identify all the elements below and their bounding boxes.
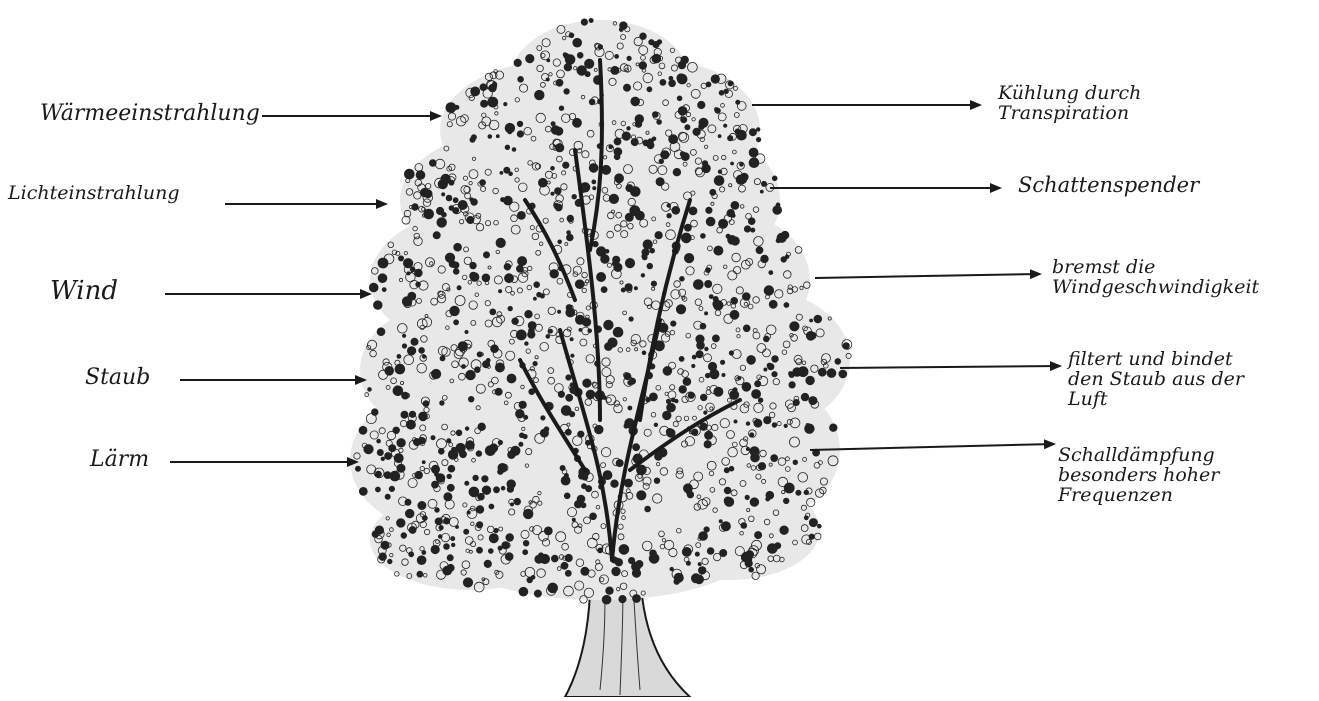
label-filtert-line1: filtert und bindet <box>1068 350 1244 370</box>
label-schalldaempfung: Schalldämpfung besonders hoher Frequenze… <box>1058 446 1219 506</box>
label-kuehlung-line2: Transpiration <box>998 104 1141 124</box>
label-kuehlung-line1: Kühlung durch <box>998 84 1141 104</box>
arrow-bremst <box>815 274 1040 278</box>
arrow-schall <box>810 444 1054 450</box>
label-bremst-line1: bremst die <box>1052 258 1259 278</box>
label-filtert-line3: Luft <box>1068 390 1244 410</box>
label-bremst-line2: Windgeschwindigkeit <box>1052 278 1259 298</box>
label-schall-line3: Frequenzen <box>1058 486 1219 506</box>
label-schattenspender-line1: Schattenspender <box>1018 174 1199 196</box>
label-filtert: filtert und bindet den Staub aus der Luf… <box>1068 350 1244 410</box>
label-laerm: Lärm <box>90 448 149 471</box>
arrow-filtert <box>840 366 1060 368</box>
label-schall-line1: Schalldämpfung <box>1058 446 1219 466</box>
label-schall-line2: besonders hoher <box>1058 466 1219 486</box>
label-lichteinstrahlung: Lichteinstrahlung <box>8 184 180 204</box>
label-staub: Staub <box>85 366 150 389</box>
label-wind: Wind <box>50 278 118 305</box>
label-schattenspender: Schattenspender <box>1018 174 1199 196</box>
label-kuehlung: Kühlung durch Transpiration <box>998 84 1141 124</box>
label-waermeeinstrahlung: Wärmeeinstrahlung <box>40 102 260 125</box>
label-bremst: bremst die Windgeschwindigkeit <box>1052 258 1259 298</box>
label-filtert-line2: den Staub aus der <box>1068 370 1244 390</box>
